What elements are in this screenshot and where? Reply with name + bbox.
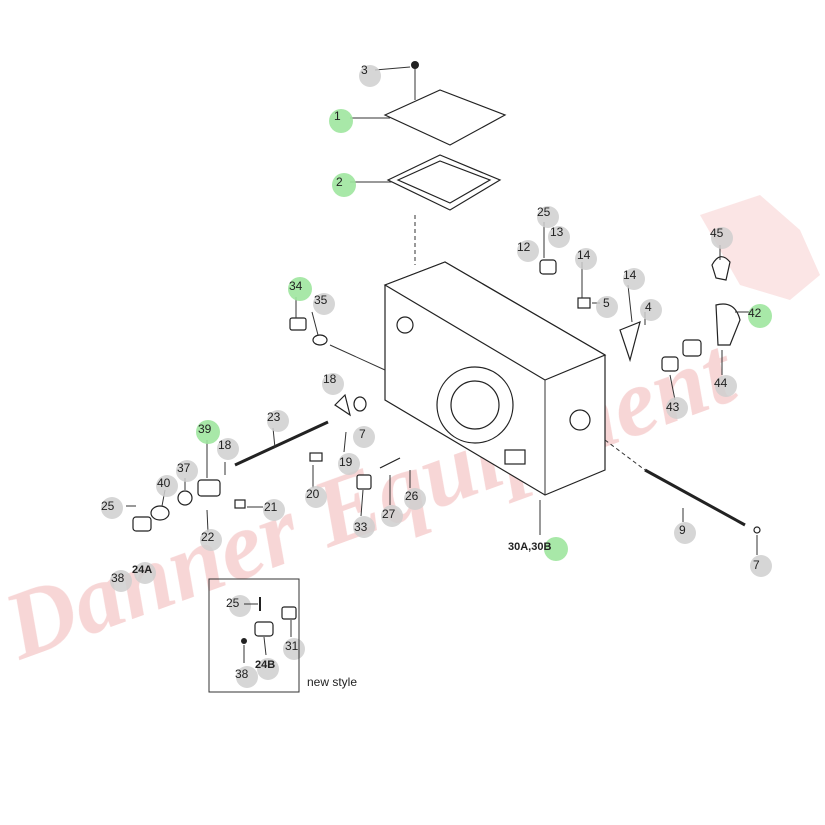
inset-caption: new style xyxy=(307,675,357,689)
label-22: 22 xyxy=(201,530,215,544)
label-24b: 24B xyxy=(255,659,275,671)
shift-rod-23 xyxy=(234,420,329,467)
label-25-left: 25 xyxy=(101,499,115,513)
label-40: 40 xyxy=(157,476,171,490)
label-35: 35 xyxy=(314,293,328,307)
label-37: 37 xyxy=(177,461,191,475)
label-18-right: 18 xyxy=(323,372,337,386)
callout-labels: 3 1 2 25 12 13 14 5 14 4 45 42 43 44 34 … xyxy=(101,63,762,585)
label-34: 34 xyxy=(289,279,303,293)
label-24a: 24A xyxy=(132,564,152,576)
shaft-9 xyxy=(644,468,746,527)
label-3: 3 xyxy=(361,63,368,77)
label-5: 5 xyxy=(603,296,610,310)
label-39: 39 xyxy=(198,422,212,436)
label-27: 27 xyxy=(382,507,396,521)
callout-markers xyxy=(101,65,772,688)
label-13: 13 xyxy=(550,225,564,239)
cover-plate xyxy=(383,61,507,146)
label-33: 33 xyxy=(354,520,368,534)
label-42: 42 xyxy=(748,306,762,320)
watermark: Danner Equipment xyxy=(0,195,820,680)
label-18-left: 18 xyxy=(218,438,232,452)
label-31: 31 xyxy=(285,639,299,653)
label-44: 44 xyxy=(714,376,728,390)
label-26: 26 xyxy=(405,489,419,503)
label-12: 12 xyxy=(517,240,531,254)
label-23: 23 xyxy=(267,410,281,424)
label-9: 9 xyxy=(679,523,686,537)
label-1: 1 xyxy=(334,109,341,123)
small-parts xyxy=(132,256,761,534)
label-4: 4 xyxy=(645,300,652,314)
label-20: 20 xyxy=(306,487,320,501)
label-30ab: 30A,30B xyxy=(508,541,551,553)
label-38-left: 38 xyxy=(111,571,125,585)
label-14-b: 14 xyxy=(623,268,637,282)
label-25-inset: 25 xyxy=(226,596,240,610)
label-21: 21 xyxy=(264,500,278,514)
label-14-a: 14 xyxy=(577,248,591,262)
gasket xyxy=(386,154,502,211)
label-7-mid: 7 xyxy=(359,427,366,441)
label-43: 43 xyxy=(666,400,680,414)
transmission-housing xyxy=(383,261,607,496)
label-19: 19 xyxy=(339,455,353,469)
label-25-top: 25 xyxy=(537,205,551,219)
label-2: 2 xyxy=(336,175,343,189)
leader-lines xyxy=(126,66,758,555)
label-38-inset: 38 xyxy=(235,667,249,681)
inset-new-style: 25 31 24B 38 xyxy=(208,578,300,693)
label-7-bottom: 7 xyxy=(753,558,760,572)
label-45: 45 xyxy=(710,226,724,240)
